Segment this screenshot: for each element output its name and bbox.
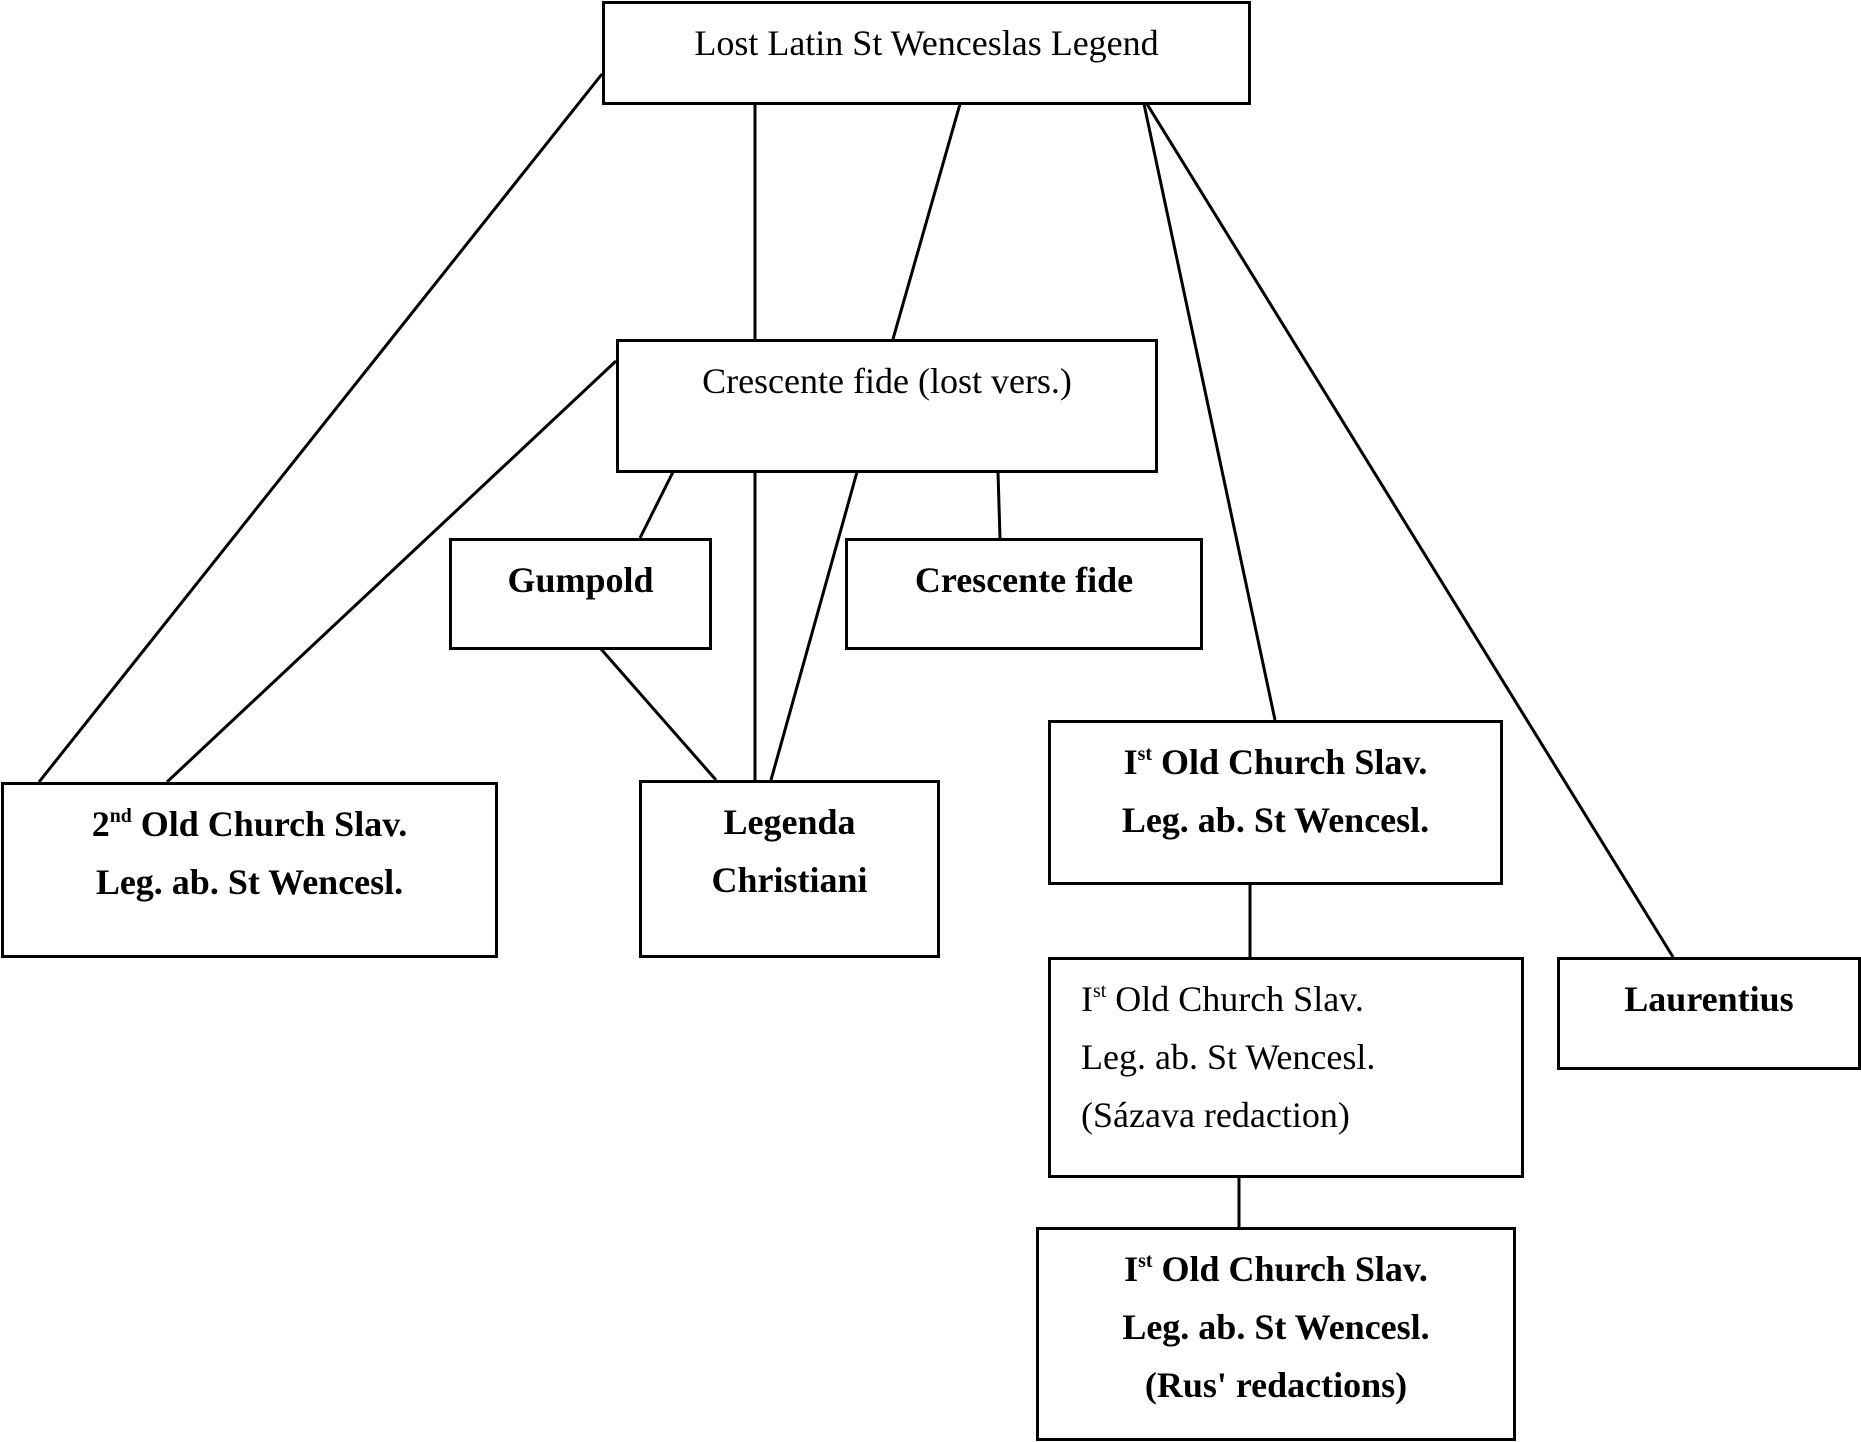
ordinal-suffix: nd	[109, 805, 132, 828]
edge-lost-latin-to-laurentius	[1145, 103, 1675, 958]
ordinal: 2	[91, 804, 110, 844]
node-line: Leg. ab. St Wencesl.	[1081, 1037, 1376, 1077]
edge-gumpold-to-christiani	[599, 648, 718, 781]
node-line: Crescente fide (lost vers.)	[702, 361, 1072, 401]
node-first-ocs-sazava-redaction: Ist Old Church Slav. Leg. ab. St Wencesl…	[1048, 957, 1524, 1178]
line-rest: Old Church Slav.	[1106, 979, 1364, 1019]
edge-crescente-lost-to-christiani-b	[769, 471, 859, 781]
ordinal-suffix: st	[1093, 980, 1107, 1003]
line-rest: Old Church Slav.	[131, 804, 408, 844]
node-line: Leg. ab. St Wencesl.	[95, 862, 404, 902]
ordinal: I	[1123, 742, 1138, 782]
node-gumpold: Gumpold	[449, 538, 712, 650]
node-line: 2nd Old Church Slav.	[4, 795, 495, 853]
node-line: Legenda	[723, 802, 856, 842]
node-line: Lost Latin St Wenceslas Legend	[694, 23, 1159, 63]
node-line: Christiani	[711, 860, 868, 900]
node-line: Laurentius	[1624, 979, 1794, 1019]
node-lost-latin-legend: Lost Latin St Wenceslas Legend	[602, 1, 1251, 105]
node-line: Gumpold	[507, 560, 654, 600]
edge-crescente-lost-to-gumpold	[638, 471, 675, 539]
ordinal-suffix: st	[1138, 1250, 1153, 1273]
node-first-ocs-rus-redactions: Ist Old Church Slav. Leg. ab. St Wencesl…	[1036, 1227, 1516, 1441]
node-first-ocs-legend: Ist Old Church Slav. Leg. ab. St Wencesl…	[1048, 720, 1503, 885]
node-second-ocs-legend: 2nd Old Church Slav. Leg. ab. St Wencesl…	[1, 782, 498, 958]
node-line: Ist Old Church Slav.	[1039, 1240, 1513, 1298]
node-line: Crescente fide	[914, 560, 1134, 600]
node-line: (Sázava redaction)	[1081, 1095, 1350, 1135]
node-line: Leg. ab. St Wencesl.	[1121, 800, 1430, 840]
node-line: Leg. ab. St Wencesl.	[1122, 1307, 1430, 1347]
edge-crescente-lost-to-ocs2	[165, 359, 618, 784]
node-laurentius: Laurentius	[1557, 957, 1861, 1070]
ordinal: I	[1081, 979, 1093, 1019]
edge-lost-latin-to-ocs2	[37, 73, 604, 783]
node-crescente-fide-lost: Crescente fide (lost vers.)	[616, 339, 1158, 473]
node-line: Ist Old Church Slav.	[1051, 733, 1500, 791]
line-rest: Old Church Slav.	[1151, 742, 1428, 782]
edge-crescente-lost-to-crescente-fide	[996, 471, 1002, 539]
node-line: (Rus' redactions)	[1144, 1365, 1408, 1405]
edge-lost-latin-to-crescente-lost-b	[891, 103, 962, 340]
ordinal-suffix: st	[1137, 743, 1152, 766]
node-line: Ist Old Church Slav.	[1081, 970, 1521, 1028]
node-crescente-fide: Crescente fide	[845, 538, 1203, 650]
ordinal: I	[1124, 1249, 1139, 1289]
edge-lost-latin-to-ocs1	[1142, 103, 1277, 721]
line-rest: Old Church Slav.	[1152, 1249, 1428, 1289]
node-legenda-christiani: Legenda Christiani	[639, 780, 940, 958]
